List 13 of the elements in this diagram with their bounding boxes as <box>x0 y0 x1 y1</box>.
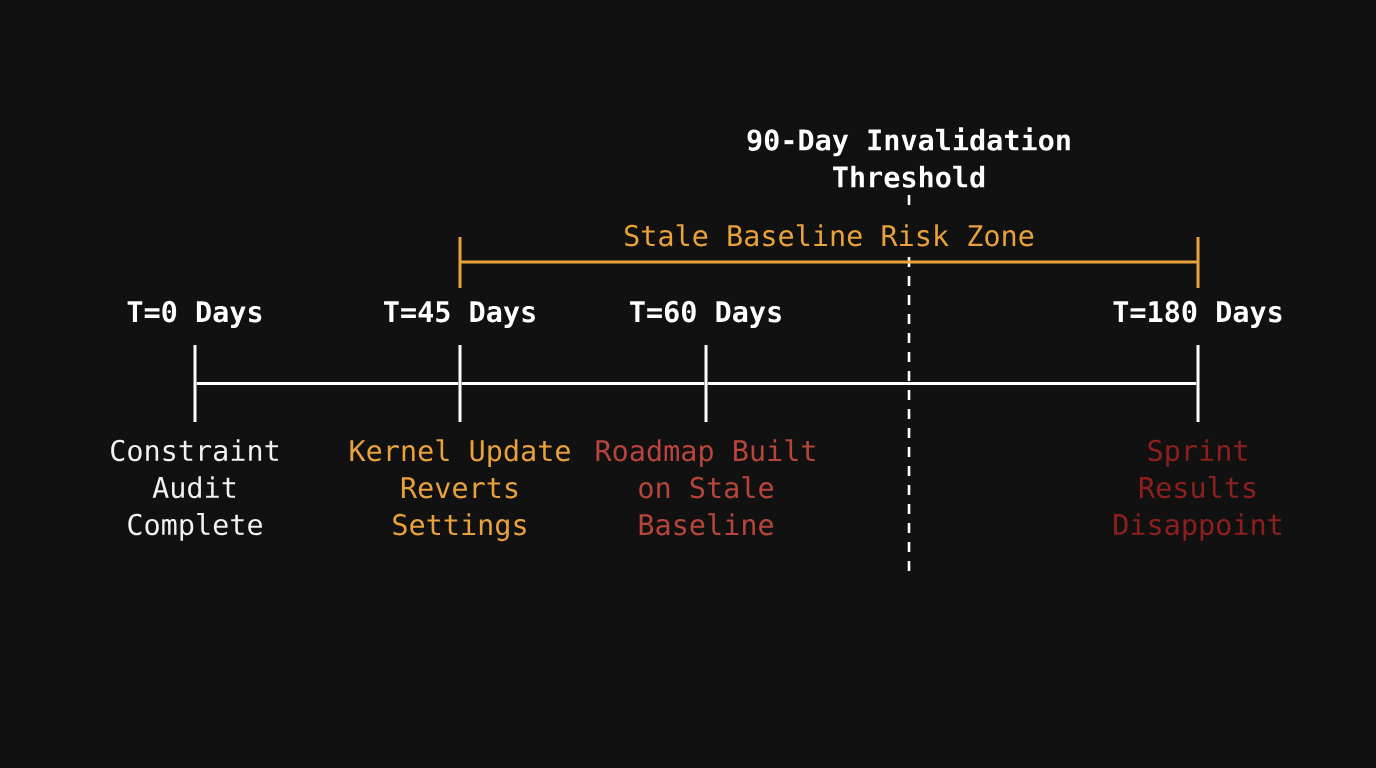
event-label: Sprint Results Disappoint <box>1114 439 1281 541</box>
timeline-line <box>461 382 705 385</box>
event-label: Kernel Update Reverts Settings <box>350 439 570 542</box>
timeline-line <box>196 382 459 385</box>
zone-label: Stale Baseline Risk Zone <box>625 224 1034 247</box>
timeline-line <box>707 382 1197 385</box>
event-label: Roadmap Built on Stale Baseline <box>596 439 815 536</box>
event-label: Constraint Audit Complete <box>111 439 278 541</box>
milestone-label: T=60 Days <box>630 300 781 328</box>
milestone-label: T=180 Days <box>1113 300 1282 328</box>
threshold-label: 90-Day Invalidation Threshold <box>747 127 1070 188</box>
milestone-label: T=0 Days <box>127 300 262 328</box>
milestone-label: T=45 Days <box>384 301 535 328</box>
